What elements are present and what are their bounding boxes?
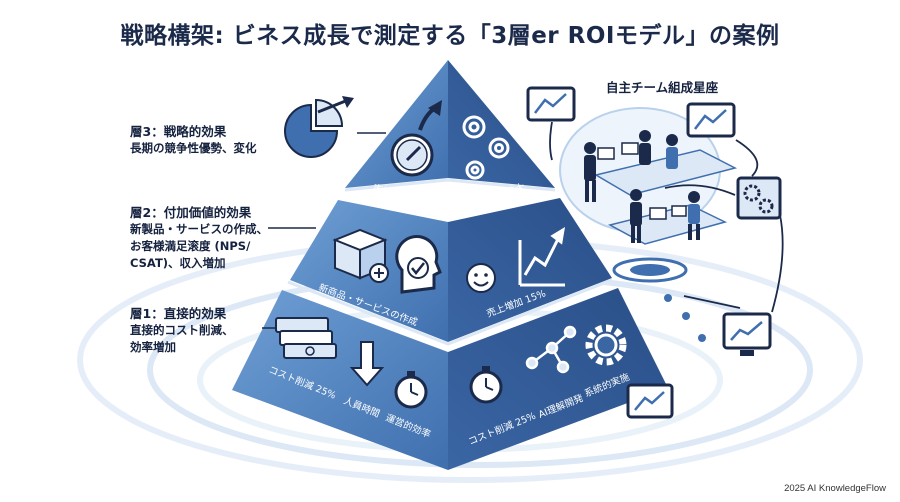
arrow-down-icon bbox=[349, 341, 385, 387]
pyramid-bot-right-face bbox=[448, 288, 668, 470]
level-1-desc-line-1: 直接的コスト削減、 bbox=[130, 323, 234, 337]
level-2-desc-line-3: CSAT)、収入増加 bbox=[130, 256, 226, 270]
compass-icon bbox=[390, 133, 434, 177]
level-2-desc-line-1: 新製品・サービスの作成、 bbox=[130, 222, 268, 236]
pie-chart-icon bbox=[284, 96, 354, 158]
gear-monitor-icon bbox=[736, 176, 782, 220]
gear-cluster-icon bbox=[462, 115, 510, 180]
level-3-head: 層3：戦略的効果 bbox=[130, 124, 227, 139]
team-title: 自主チーム組成星座 bbox=[606, 80, 719, 95]
pyramid-mid-right-face bbox=[448, 198, 612, 342]
smiley-icon bbox=[466, 263, 496, 293]
network-nodes-icon bbox=[525, 325, 577, 374]
flow-arrows bbox=[549, 121, 784, 313]
level-3-desc-line-1: 長期の競争性優勢、変化 bbox=[130, 141, 257, 155]
head-check-icon bbox=[395, 235, 442, 294]
stopwatch-right-icon bbox=[469, 366, 503, 404]
level-2-label: 層2：付加価値的効果 新製品・サービスの作成、 お客様満足滚度 (NPS/ CS… bbox=[130, 204, 268, 272]
gear-icon bbox=[585, 324, 627, 366]
level-1-head: 層1：直接的効果 bbox=[130, 306, 227, 321]
level-1-desc-line-2: 効率増加 bbox=[130, 340, 176, 354]
level-2-desc-line-2: お客様満足滚度 (NPS/ bbox=[130, 239, 251, 253]
pyramid-top-right-face bbox=[448, 60, 555, 188]
monitor-icon bbox=[626, 383, 674, 419]
label-connectors bbox=[262, 132, 386, 329]
monitor-icon bbox=[686, 102, 736, 138]
team-constellation bbox=[559, 107, 738, 283]
monitor-icon bbox=[722, 312, 772, 356]
level-2-head: 層2：付加価値的効果 bbox=[130, 205, 252, 220]
level-1-label: 層1：直接的効果 直接的コスト削減、 効率増加 bbox=[130, 305, 234, 356]
page-title: 戦略構架: ビネス成長で測定する「3層er ROIモデル」の案例 bbox=[120, 23, 780, 49]
cash-stack-icon bbox=[275, 317, 337, 359]
stopwatch-icon bbox=[394, 371, 428, 409]
trend-chart-icon bbox=[518, 227, 566, 287]
box-plus-icon bbox=[332, 228, 389, 283]
arrow-up-icon bbox=[418, 100, 442, 131]
footer-credit: 2025 AI KnowledgeFlow bbox=[784, 483, 886, 494]
level-3-label: 層3：戦略的効果 長期の競争性優勢、変化 bbox=[130, 123, 257, 157]
monitor-icon bbox=[526, 86, 576, 122]
dotted-path bbox=[664, 294, 706, 342]
